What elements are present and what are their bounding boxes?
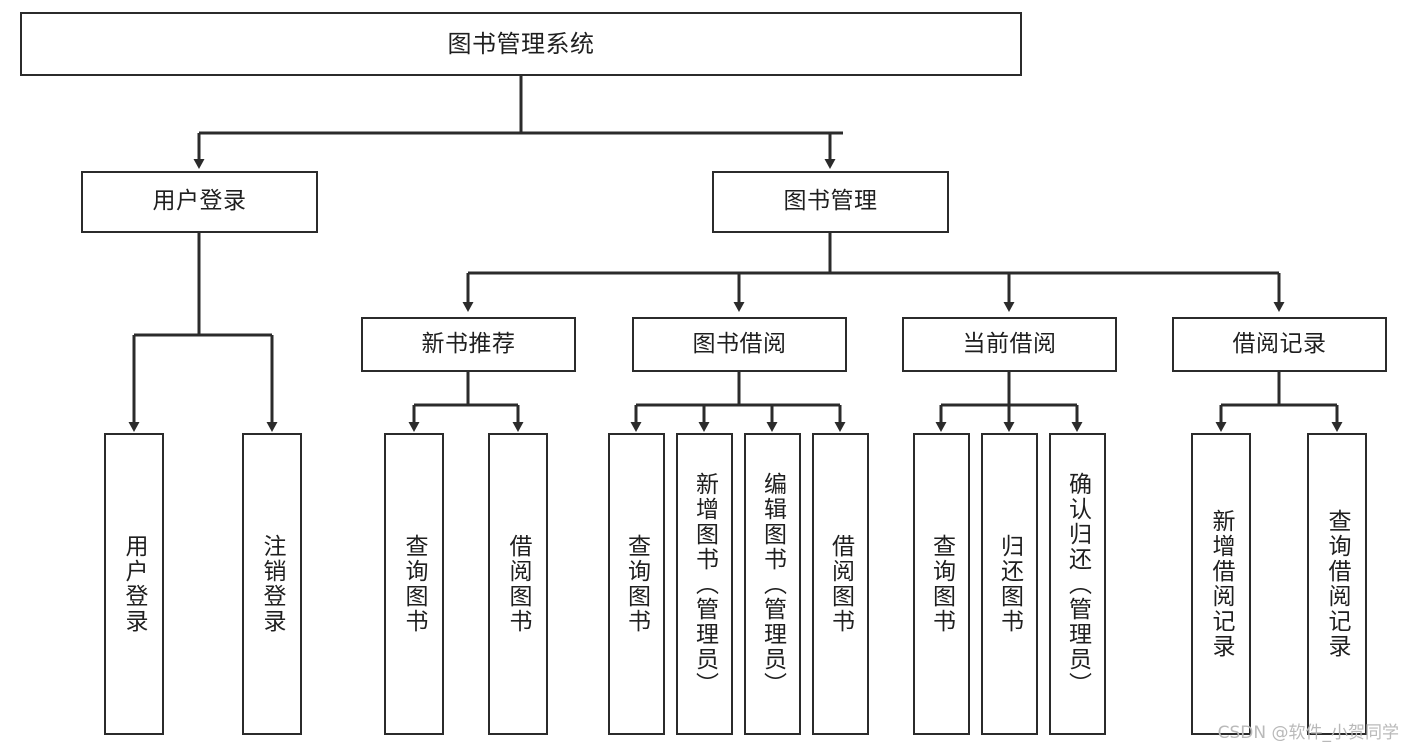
node-leaf-logout-label: 注销登录 [259,534,286,634]
node-book-borrow[interactable]: 图书借阅 [632,317,847,372]
node-new-book-recommend[interactable]: 新书推荐 [361,317,576,372]
node-borrow-record[interactable]: 借阅记录 [1172,317,1387,372]
node-leaf-current-query-book[interactable]: 查询图书 [913,433,970,735]
node-book-manage-label: 图书管理 [783,188,878,215]
node-root-label: 图书管理系统 [447,29,595,58]
node-new-book-recommend-label: 新书推荐 [421,330,516,357]
node-book-manage[interactable]: 图书管理 [712,171,949,233]
node-user-login-label: 用户登录 [152,188,247,215]
node-leaf-recommend-query-book-label: 查询图书 [401,534,428,634]
node-leaf-current-confirm-return-label: 确认归还（管理员） [1064,471,1091,697]
node-leaf-current-return-book[interactable]: 归还图书 [981,433,1038,735]
node-leaf-logout[interactable]: 注销登录 [242,433,302,735]
node-leaf-user-login[interactable]: 用户登录 [104,433,164,735]
node-leaf-current-return-book-label: 归还图书 [996,534,1023,634]
node-leaf-record-add-label: 新增借阅记录 [1208,509,1235,659]
node-current-borrow[interactable]: 当前借阅 [902,317,1117,372]
node-leaf-recommend-borrow-book[interactable]: 借阅图书 [488,433,548,735]
node-root[interactable]: 图书管理系统 [20,12,1022,76]
node-leaf-borrow-lend-book[interactable]: 借阅图书 [812,433,869,735]
node-leaf-borrow-add-book[interactable]: 新增图书（管理员） [676,433,733,735]
node-leaf-current-query-book-label: 查询图书 [928,534,955,634]
node-leaf-borrow-edit-book[interactable]: 编辑图书（管理员） [744,433,801,735]
node-current-borrow-label: 当前借阅 [962,330,1057,357]
node-borrow-record-label: 借阅记录 [1232,330,1327,357]
node-leaf-user-login-label: 用户登录 [121,534,148,634]
node-leaf-borrow-edit-book-label: 编辑图书（管理员） [759,471,786,697]
node-leaf-recommend-borrow-book-label: 借阅图书 [505,534,532,634]
watermark: CSDN @软件_小贺同学 [1217,723,1399,743]
node-leaf-current-confirm-return[interactable]: 确认归还（管理员） [1049,433,1106,735]
node-user-login[interactable]: 用户登录 [81,171,318,233]
node-leaf-record-query[interactable]: 查询借阅记录 [1307,433,1367,735]
node-leaf-borrow-query-book-label: 查询图书 [623,534,650,634]
node-book-borrow-label: 图书借阅 [692,330,787,357]
node-leaf-recommend-query-book[interactable]: 查询图书 [384,433,444,735]
node-leaf-borrow-add-book-label: 新增图书（管理员） [691,471,718,697]
node-leaf-borrow-query-book[interactable]: 查询图书 [608,433,665,735]
node-leaf-borrow-lend-book-label: 借阅图书 [827,534,854,634]
node-leaf-record-query-label: 查询借阅记录 [1324,509,1351,659]
node-leaf-record-add[interactable]: 新增借阅记录 [1191,433,1251,735]
